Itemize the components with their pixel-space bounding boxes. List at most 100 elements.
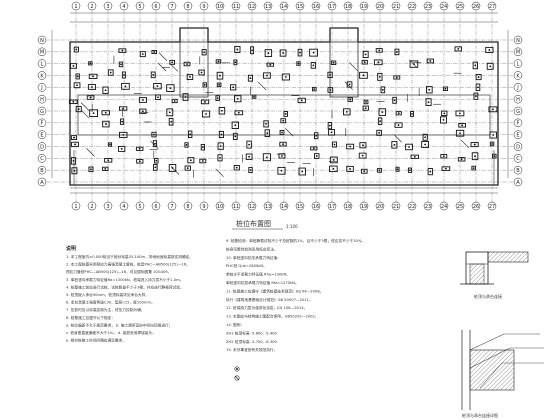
svg-text:18: 18 <box>345 4 351 10</box>
axis-bubble-11-bottom: 11 <box>231 201 241 211</box>
axis-bubble-20-top: 20 <box>375 1 385 11</box>
axis-bubble-A-left: A <box>37 177 47 187</box>
svg-text:3: 3 <box>106 204 109 210</box>
note-line: 15. 未尽事宜按有关规范执行。 <box>226 347 277 352</box>
axis-grid <box>40 10 520 204</box>
svg-text:13: 13 <box>265 4 271 10</box>
note-line: 1. 本工程室内±0.000相当于绝对标高53.100m，场地地面标高按实测确定… <box>66 254 193 259</box>
axis-bubble-22-top: 22 <box>407 1 417 11</box>
svg-text:7: 7 <box>170 4 173 10</box>
svg-text:D: D <box>516 144 520 150</box>
svg-text:L: L <box>41 61 44 67</box>
axis-bubble-10-bottom: 10 <box>215 201 225 211</box>
axis-bubble-H-left: H <box>37 94 47 104</box>
pile-plan: 1122334455667788991010111112121313141415… <box>37 1 523 230</box>
svg-text:19: 19 <box>361 4 367 10</box>
axis-bubble-6-top: 6 <box>151 1 161 11</box>
axis-bubble-18-bottom: 18 <box>343 201 353 211</box>
axis-bubble-B-left: B <box>37 165 47 175</box>
svg-text:5: 5 <box>138 204 141 210</box>
svg-text:8: 8 <box>186 4 189 10</box>
detail-top <box>460 251 529 285</box>
axis-bubble-5-bottom: 5 <box>135 201 145 211</box>
axis-bubble-G-left: G <box>37 106 47 116</box>
svg-text:J: J <box>516 85 518 91</box>
svg-text:N: N <box>40 38 44 44</box>
note-line: e. 相邻桩施工时间间隔应满足要求。 <box>66 338 126 343</box>
svg-text:2: 2 <box>90 204 93 210</box>
note-line: 桩身完整性检测采用低应变法。 <box>226 246 278 251</box>
svg-text:K: K <box>40 73 44 79</box>
svg-text:G: G <box>516 109 520 115</box>
svg-text:A: A <box>40 180 44 186</box>
svg-text:9: 9 <box>202 4 205 10</box>
svg-text:B: B <box>40 168 44 174</box>
svg-text:24: 24 <box>441 4 447 10</box>
axis-bubble-D-right: D <box>513 142 523 151</box>
svg-text:A: A <box>516 180 520 186</box>
note-line: 4. 桩基施工前应进行试桩，试桩数量不少于3根，并应进行静载荷试验。 <box>66 284 184 289</box>
svg-text:21: 21 <box>393 204 399 210</box>
axis-bubble-12-top: 12 <box>247 1 257 11</box>
axis-bubble-H-right: H <box>513 94 523 104</box>
svg-text:13: 13 <box>265 204 271 210</box>
svg-text:15: 15 <box>297 4 303 10</box>
pile-layer <box>68 45 498 178</box>
svg-text:26: 26 <box>473 204 479 210</box>
svg-text:C: C <box>516 156 520 162</box>
axis-bubble-E-left: E <box>37 130 47 139</box>
axis-bubble-22-bottom: 22 <box>407 201 417 211</box>
detail-top-caption: 桩顶与承台连接 <box>474 293 502 299</box>
axis-bubble-F-right: F <box>513 118 523 128</box>
axis-bubble-12-bottom: 12 <box>247 201 257 211</box>
axis-bubble-8-bottom: 8 <box>183 201 193 211</box>
axis-bubble-25-top: 25 <box>455 1 465 11</box>
axis-bubble-N-right: N <box>513 35 523 45</box>
plan-title: 桩位布置图 <box>236 219 271 228</box>
note-line: 7. 压桩时应以标高控制为主，终压力控制为辅。 <box>66 307 144 312</box>
plan-outline <box>51 12 509 194</box>
axis-bubble-16-top: 16 <box>311 1 321 11</box>
axis-bubble-27-top: 27 <box>487 1 497 11</box>
axis-bubble-L-right: L <box>513 59 523 68</box>
svg-text:1: 1 <box>74 4 77 10</box>
axis-bubble-3-bottom: 3 <box>103 201 113 211</box>
note-line: 6. 承台混凝土强度等级C30，垫层C15，厚100mm。 <box>66 300 155 305</box>
axis-bubble-C-left: C <box>37 154 47 163</box>
note-line: 单桩水平承载力特征值 Rha=130kN。 <box>226 272 290 277</box>
axis-bubble-14-top: 14 <box>279 1 289 11</box>
notes-header: 说明 <box>66 245 76 252</box>
axis-bubble-24-top: 24 <box>439 1 449 11</box>
svg-text:9: 9 <box>202 204 205 210</box>
svg-text:C: C <box>40 156 44 162</box>
svg-text:M: M <box>516 50 520 56</box>
svg-text:14: 14 <box>281 204 287 210</box>
svg-text:12: 12 <box>249 4 255 10</box>
axis-bubble-A-right: A <box>513 177 523 187</box>
note-line: 12. 桩端持力层为强风化泥岩，JGJ 106—2014。 <box>226 305 307 310</box>
detail-bottom <box>461 330 544 410</box>
svg-text:K: K <box>516 73 520 79</box>
svg-text:8: 8 <box>186 204 189 210</box>
svg-text:12: 12 <box>249 204 255 210</box>
axis-bubble-G-right: G <box>513 106 523 116</box>
svg-text:17: 17 <box>329 204 335 210</box>
note-line: 9. 桩基检测：单桩静载试验不少于总桩数的1%，且不少于3根；低应变不少于20%… <box>226 238 365 243</box>
svg-text:4: 4 <box>122 4 125 10</box>
note-line: a. 桩位偏差不大于规范要求； b. 施工顺序宜由中间向四周进行； <box>66 322 172 327</box>
connection-details: 桩顶与承台连接 桩顶与承台连接详图 <box>460 251 544 418</box>
svg-text:F: F <box>517 121 520 127</box>
axis-bubble-6-bottom: 6 <box>151 201 161 211</box>
svg-text:20: 20 <box>377 204 383 210</box>
svg-text:6: 6 <box>154 4 157 10</box>
axis-bubble-F-left: F <box>37 118 47 128</box>
plan-scale: 1:100 <box>286 224 298 229</box>
axis-bubble-C-right: C <box>513 154 523 163</box>
svg-text:11: 11 <box>233 4 239 10</box>
axis-bubble-J-left: J <box>37 83 47 92</box>
axis-bubble-19-bottom: 19 <box>359 201 369 211</box>
axis-bubble-24-bottom: 24 <box>439 201 449 211</box>
note-line: 2. 本工程桩基采用预应力高强混凝土管桩，桩型PHC—AB500(125)—16… <box>66 262 190 267</box>
svg-text:18: 18 <box>345 204 351 210</box>
